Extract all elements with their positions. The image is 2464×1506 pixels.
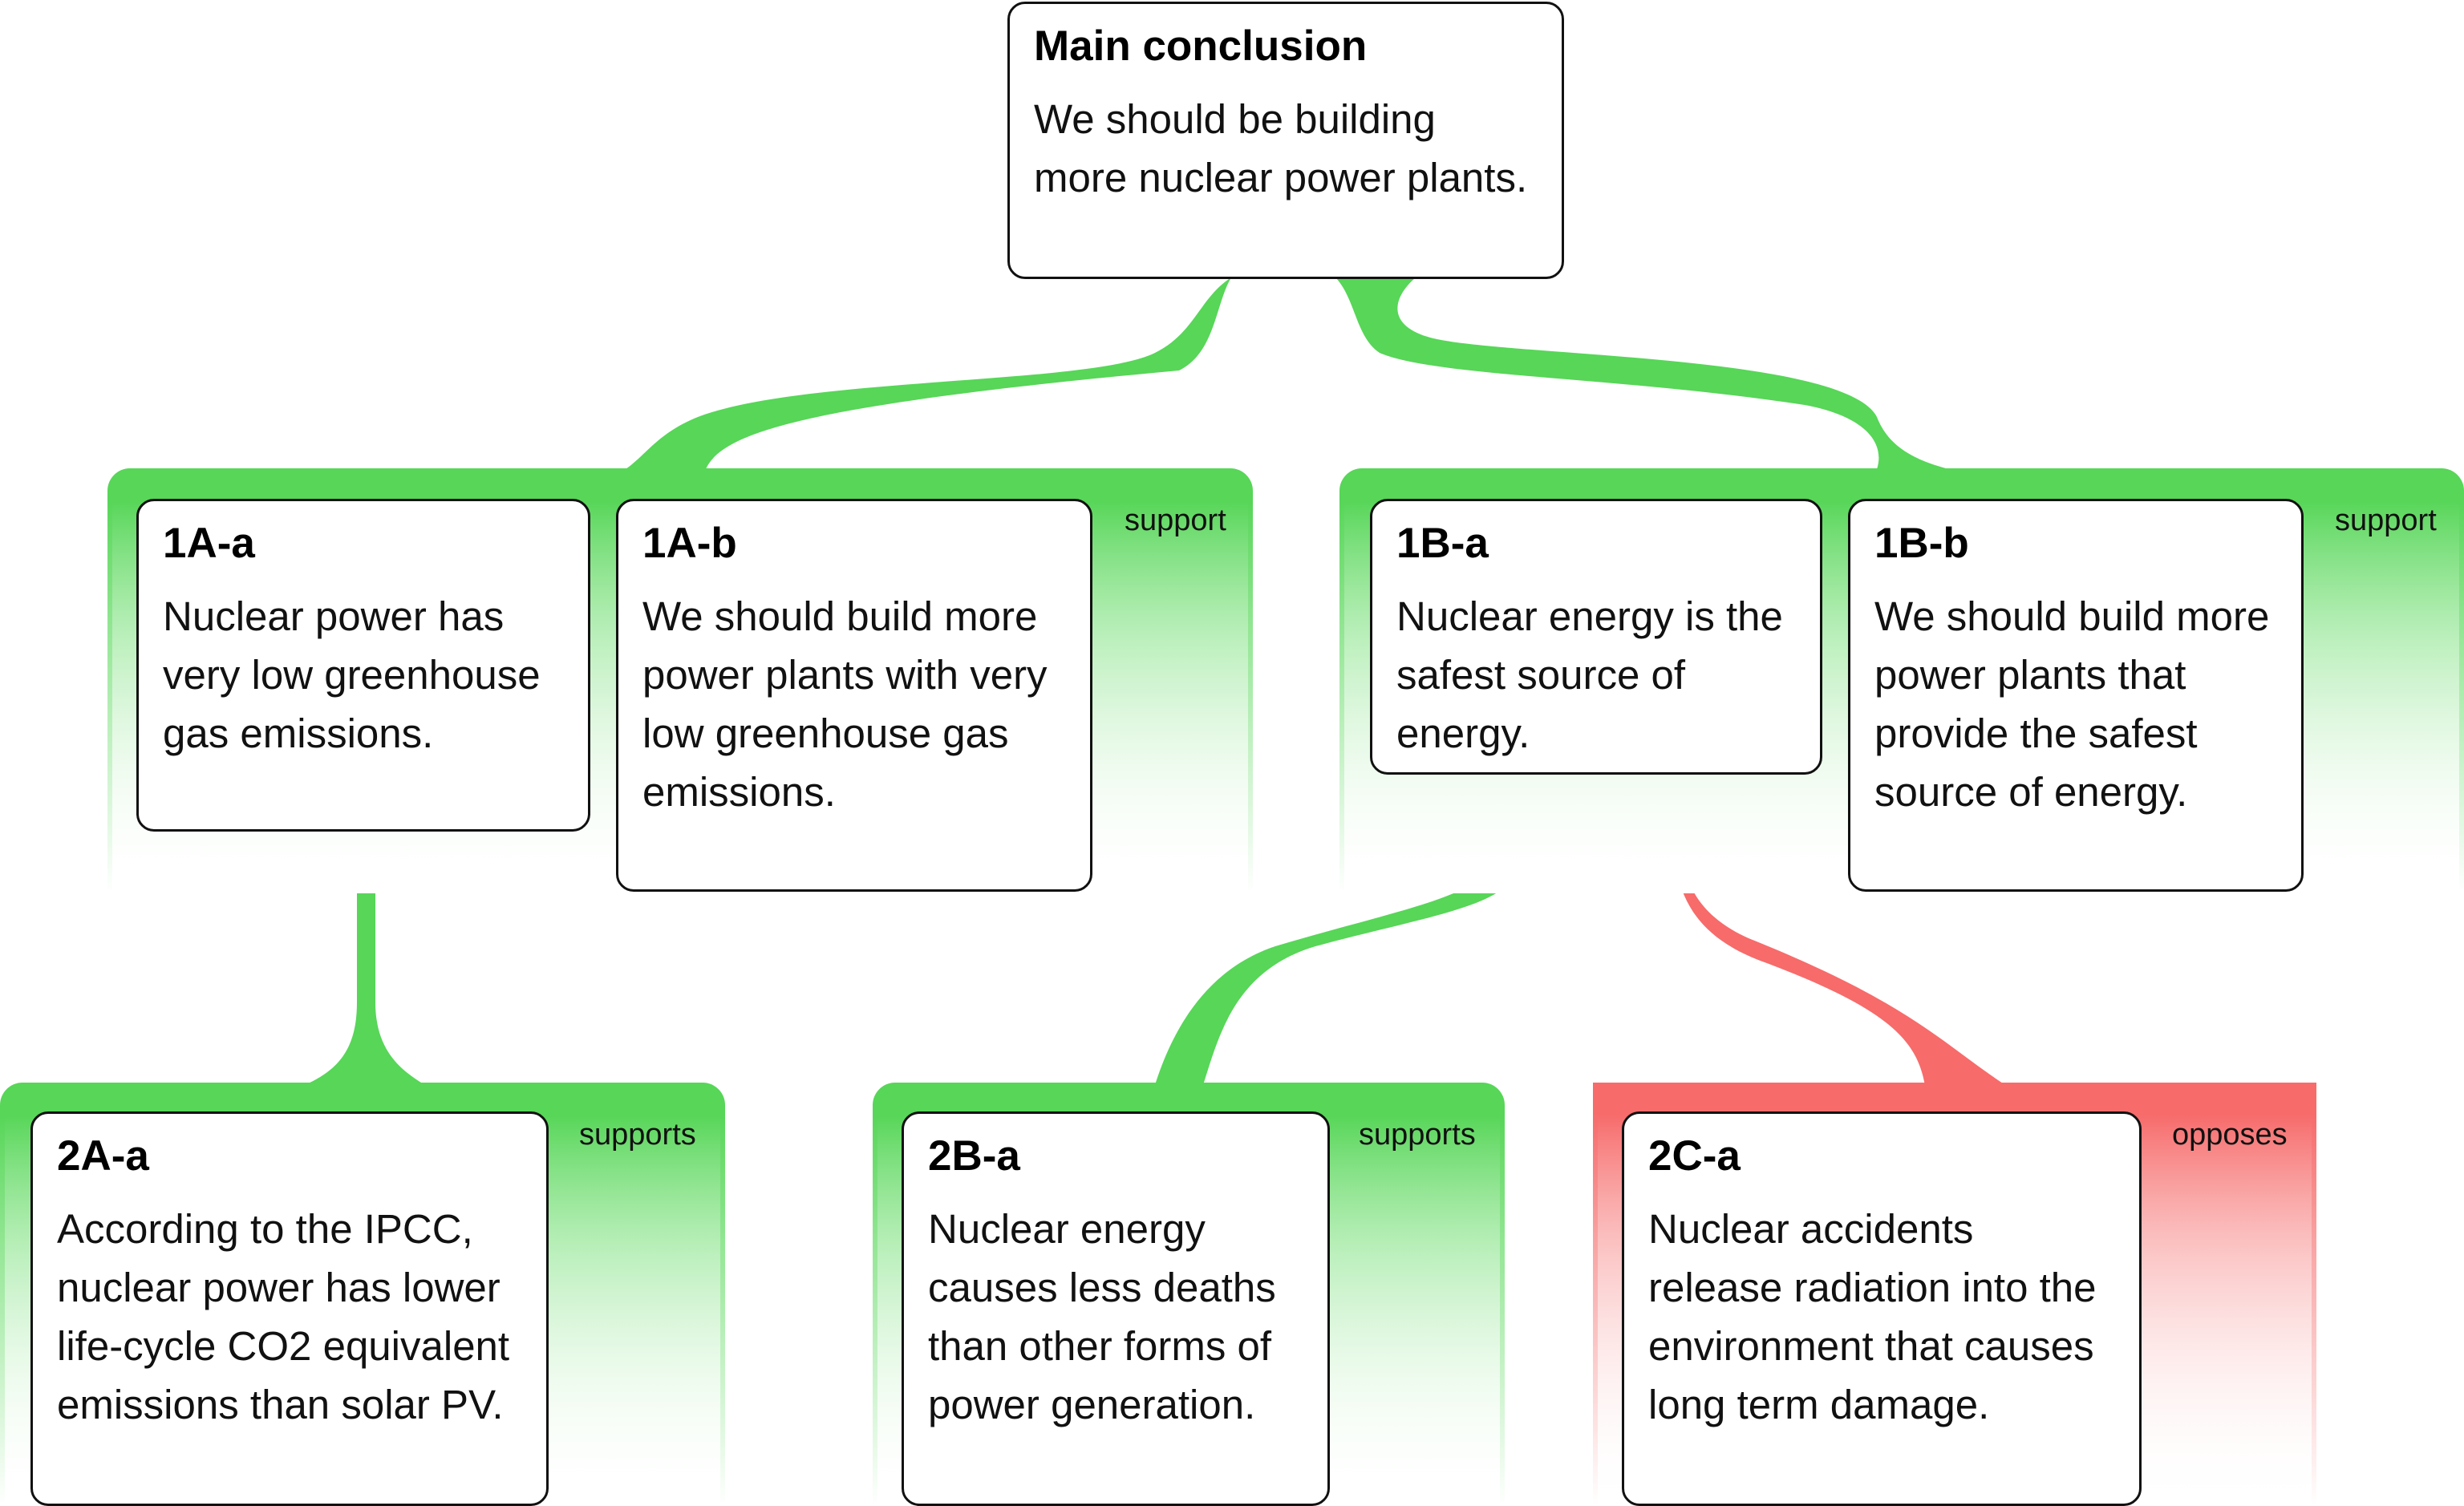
connector-main-to-1a [626, 277, 1231, 469]
card-id: 1A-b [642, 520, 737, 567]
card-1b-b[interactable]: 1B-b We should build more power plants t… [1848, 499, 2304, 892]
card-id: 1B-a [1396, 520, 1489, 567]
card-id: 1B-b [1874, 520, 1969, 567]
group-1a-label: support [1125, 504, 1226, 537]
card-1a-a[interactable]: 1A-a Nuclear power has very low greenhou… [136, 499, 590, 832]
connector-1ba-to-2b [1155, 773, 1560, 1085]
card-text: We should build more power plants that p… [1874, 593, 2270, 815]
card-text: According to the IPCC, nuclear power has… [57, 1206, 510, 1427]
group-1b-label: support [2335, 504, 2437, 537]
group-2c-label: opposes [2172, 1118, 2288, 1152]
card-id: 2A-a [57, 1132, 149, 1180]
group-2b-label: supports [1359, 1118, 1476, 1152]
card-text: We should build more power plants with v… [642, 593, 1048, 815]
connector-main-to-1b [1335, 277, 1949, 469]
card-text: Nuclear accidents release radiation into… [1648, 1206, 2097, 1427]
card-text: Nuclear energy causes less deaths than o… [928, 1206, 1276, 1427]
main-conclusion-card[interactable]: Main conclusion We should be building mo… [1007, 2, 1564, 279]
group-2a-label: supports [579, 1118, 696, 1152]
card-2a-a[interactable]: 2A-a According to the IPCC, nuclear powe… [30, 1111, 549, 1506]
connector-1aa-to-2a [305, 829, 425, 1085]
card-id: 2B-a [928, 1132, 1020, 1180]
card-text: Nuclear energy is the safest source of e… [1396, 593, 1783, 756]
connector-1ba-to-2c [1671, 794, 2005, 1085]
card-1b-a[interactable]: 1B-a Nuclear energy is the safest source… [1370, 499, 1822, 775]
card-1a-b[interactable]: 1A-b We should build more power plants w… [616, 499, 1092, 892]
card-2b-a[interactable]: 2B-a Nuclear energy causes less deaths t… [902, 1111, 1330, 1506]
card-2c-a[interactable]: 2C-a Nuclear accidents release radiation… [1622, 1111, 2142, 1506]
card-text: Nuclear power has very low greenhouse ga… [163, 593, 541, 756]
card-id: Main conclusion [1034, 22, 1368, 70]
card-text: We should be building more nuclear power… [1034, 96, 1528, 200]
card-id: 1A-a [163, 520, 255, 567]
card-id: 2C-a [1648, 1132, 1741, 1180]
